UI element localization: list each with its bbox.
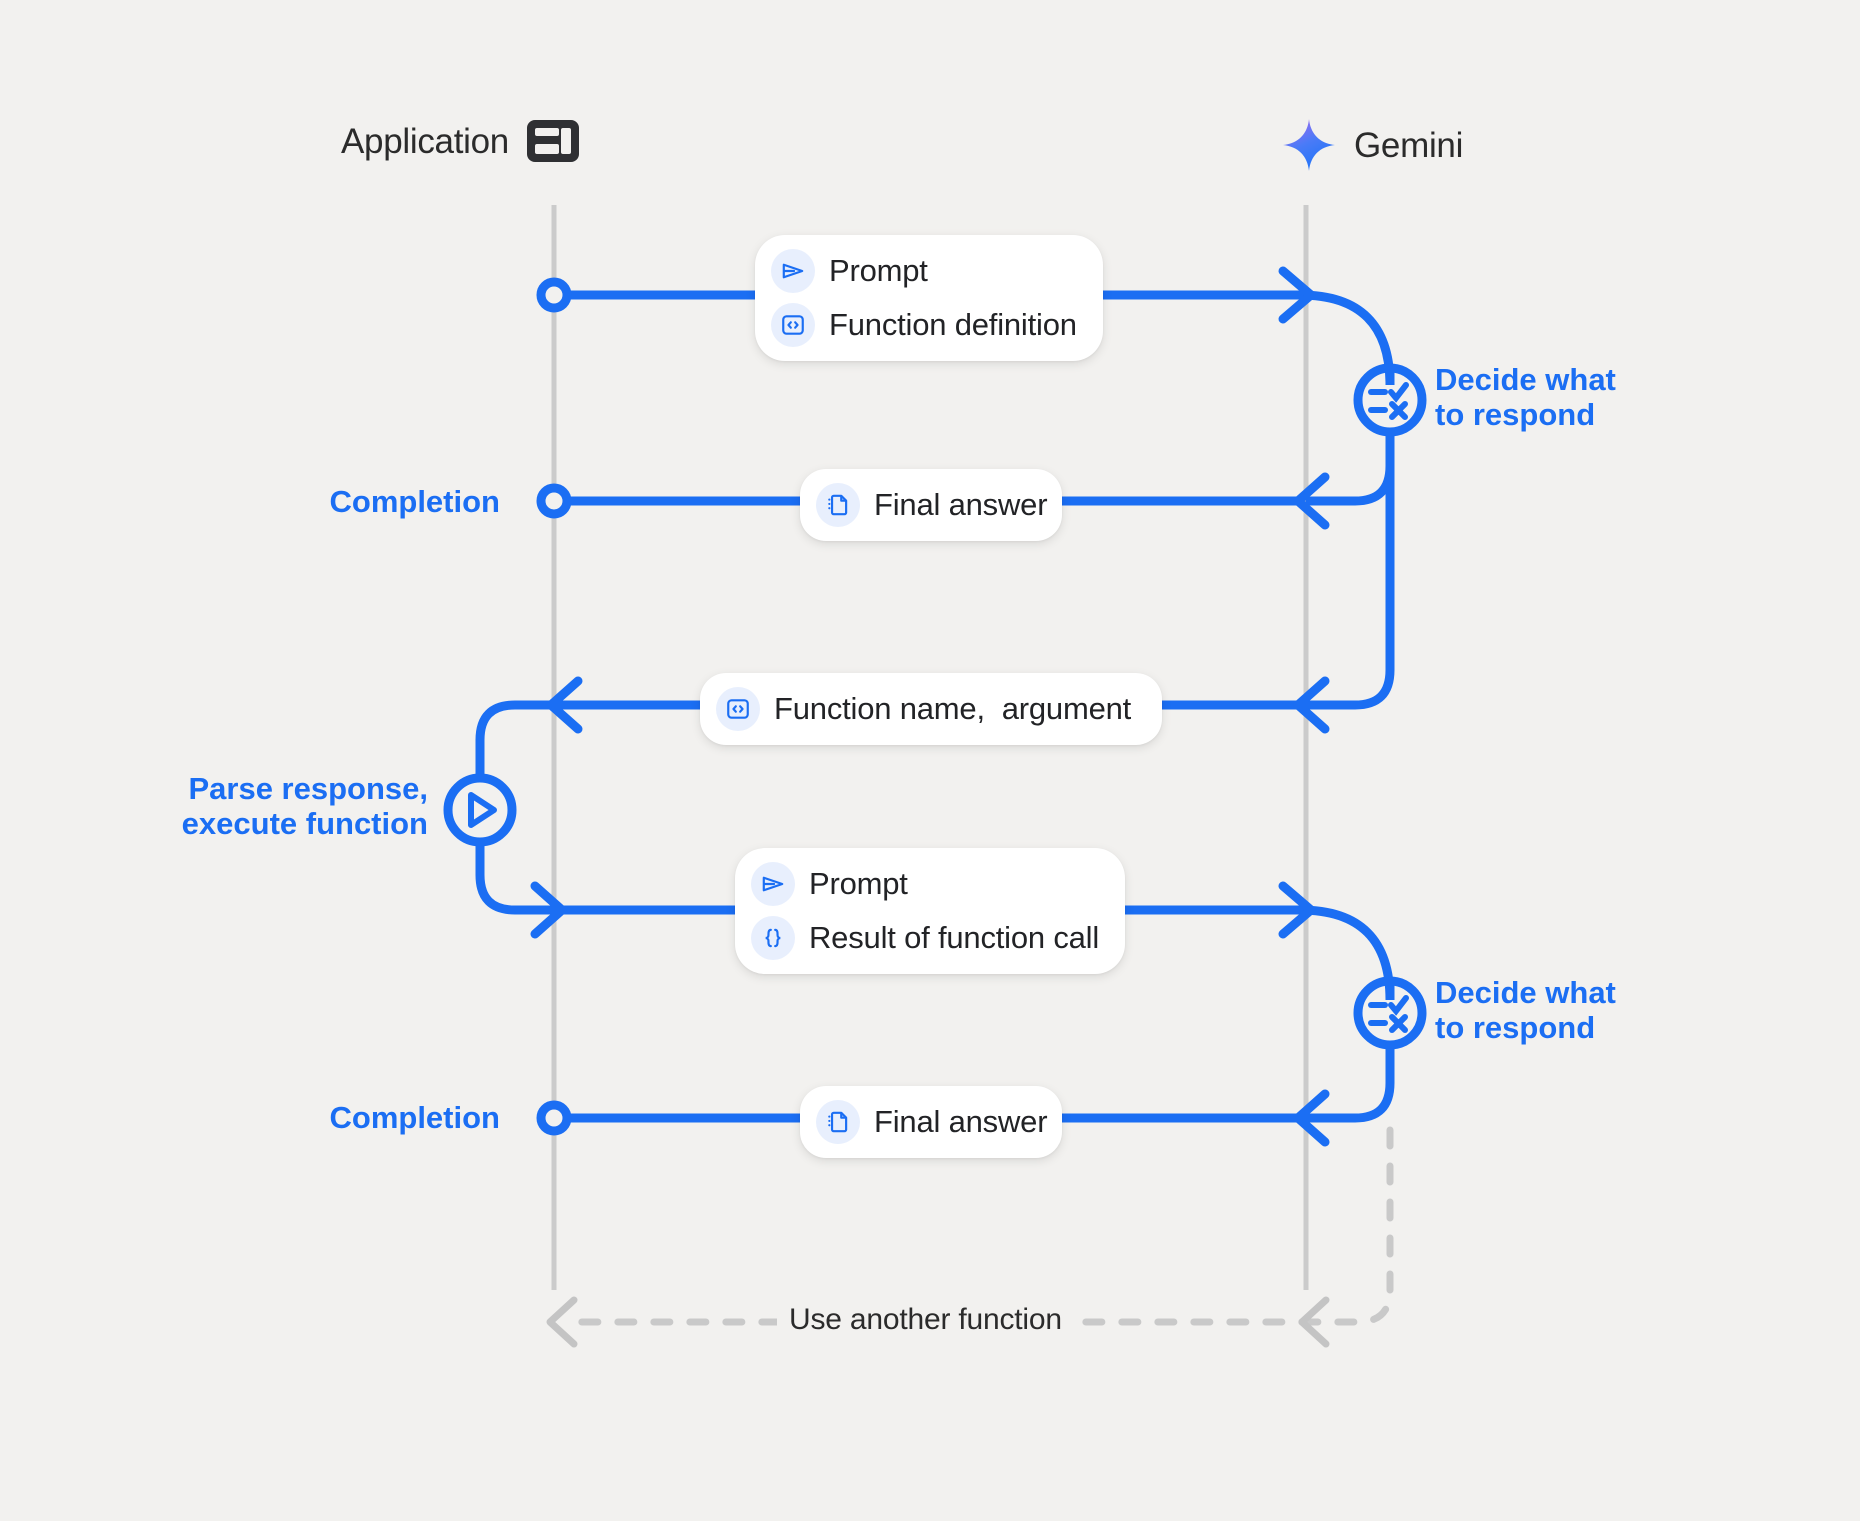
decision-checklist-icon-1 bbox=[1368, 382, 1409, 420]
message-bubble-function-call: Function name, argument bbox=[700, 673, 1162, 745]
gemini-label: Gemini bbox=[1354, 125, 1464, 165]
send-prompt-icon bbox=[751, 862, 795, 906]
decision-node-2 bbox=[1353, 976, 1427, 1050]
code-brackets-icon bbox=[716, 687, 760, 731]
arrowhead-into-app-1 bbox=[546, 676, 583, 734]
application-dashboard-icon bbox=[526, 120, 579, 162]
document-icon bbox=[816, 483, 860, 527]
arrowhead-final-answer-1 bbox=[1293, 472, 1330, 530]
bubble-text: Prompt bbox=[829, 252, 928, 288]
annotation-completion-2: Completion bbox=[329, 1100, 501, 1135]
bubble-text: Function name, argument bbox=[774, 690, 1132, 726]
loop-dashed-wire bbox=[562, 1126, 1394, 1326]
code-brackets-icon bbox=[771, 303, 815, 347]
loop-arrowhead-gemini bbox=[1298, 1296, 1330, 1348]
annotation-decide-1: Decide what to respond bbox=[1435, 362, 1616, 432]
bubble-row: Prompt bbox=[771, 249, 1077, 293]
document-icon bbox=[816, 1100, 860, 1144]
arrowhead-leave-app bbox=[530, 881, 567, 939]
annotation-decide-2: Decide what to respond bbox=[1435, 975, 1616, 1045]
completion-node-2 bbox=[536, 1100, 572, 1136]
bubble-text: Prompt bbox=[809, 865, 908, 901]
bubble-row: Final answer bbox=[816, 483, 1048, 527]
bubble-text: Final answer bbox=[874, 486, 1048, 522]
loop-arrowhead-application bbox=[546, 1296, 578, 1348]
annotation-loop: Use another function bbox=[777, 1303, 1074, 1337]
column-header-application: Application bbox=[341, 120, 579, 162]
bubble-row: Result of function call bbox=[751, 916, 1099, 960]
application-label: Application bbox=[341, 121, 509, 161]
gemini-sparkle-icon bbox=[1283, 119, 1335, 171]
completion-node-1 bbox=[536, 483, 572, 519]
bubble-row: Prompt bbox=[751, 862, 1099, 906]
annotation-parse: Parse response, execute function bbox=[181, 771, 428, 841]
wire-final-answer-1 bbox=[1305, 427, 1395, 506]
decision-node-1 bbox=[1353, 363, 1427, 437]
parse-node bbox=[443, 773, 517, 847]
arrowhead-final-answer-2 bbox=[1293, 1089, 1330, 1147]
bubble-text: Result of function call bbox=[809, 919, 1100, 955]
send-prompt-icon bbox=[771, 249, 815, 293]
decision-checklist-icon-2 bbox=[1368, 995, 1409, 1033]
bubble-row: Function definition bbox=[771, 303, 1077, 347]
column-header-gemini: Gemini bbox=[1282, 118, 1463, 172]
annotation-completion-1: Completion bbox=[329, 484, 501, 519]
play-triangle-icon bbox=[468, 792, 497, 828]
message-bubble-request-2: Prompt Result of function call bbox=[735, 848, 1125, 974]
curly-braces-icon bbox=[751, 916, 795, 960]
message-bubble-final-answer-2: Final answer bbox=[800, 1086, 1062, 1158]
message-bubble-final-answer-1: Final answer bbox=[800, 469, 1062, 541]
message-bubble-request-1: Prompt Function definition bbox=[755, 235, 1103, 361]
arrowhead-request-1 bbox=[1278, 266, 1316, 324]
arrowhead-function-call bbox=[1293, 676, 1330, 734]
bubble-row: Final answer bbox=[816, 1100, 1048, 1144]
bubble-row: Function name, argument bbox=[716, 687, 1136, 731]
arrowhead-request-2 bbox=[1278, 881, 1316, 939]
start-node bbox=[536, 277, 572, 313]
bubble-text: Function definition bbox=[829, 306, 1077, 342]
wire-to-parse-node bbox=[475, 700, 565, 783]
bubble-text: Final answer bbox=[874, 1103, 1048, 1139]
